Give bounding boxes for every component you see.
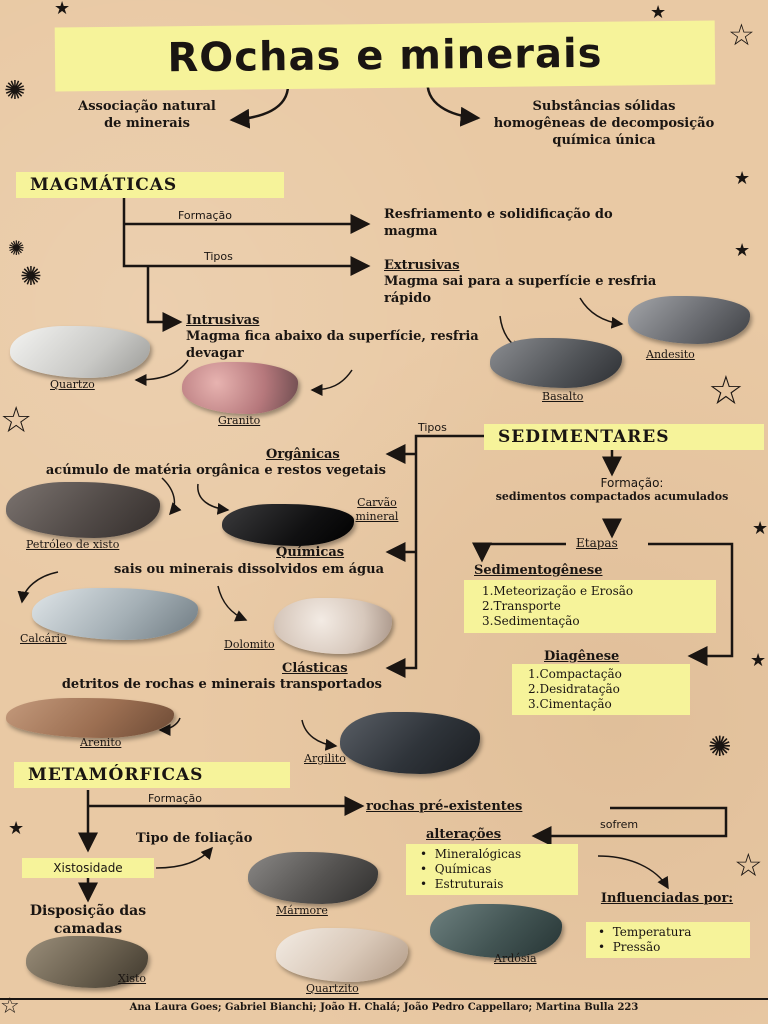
sparkle-icon: ✺ [4,76,26,106]
carvao-mineral-image [222,504,354,546]
basalto-image [490,338,622,388]
quartzito-image [276,928,408,982]
star-outline-icon: ☆ [0,400,33,441]
etapas-label: Etapas [576,536,618,550]
basalto-label: Basalto [542,390,584,403]
list-item: 3.Cimentação [528,697,612,711]
list-item: • Mineralógicas [420,847,522,861]
star-outline-icon: ☆ [728,18,755,53]
argilito-label: Argilito [304,752,346,765]
magmaticas-heading: MAGMÁTICAS [16,172,284,198]
quimicas-text: sais ou minerais dissolvidos em água [114,562,384,577]
carvao-mineral-label: Carvão mineral [355,496,399,523]
quartzo-image [10,326,150,378]
list-item: 3.Sedimentação [482,614,580,628]
magmaticas-formacao-text: Resfriamento e solidificação do magma [384,207,613,239]
quartzito-label: Quartzito [306,982,359,995]
foliacao-title: Tipo de foliação [136,831,253,846]
page-title: ROchas e minerais [54,20,716,92]
metamorficas-formacao-text: rochas pré-existentes [366,799,523,814]
sedimentogenese-title: Sedimentogênese [474,563,603,578]
clasticas-text: detritos de rochas e minerais transporta… [61,677,382,692]
sedimentogenese-steps: 1.Meteorização e Erosão 2.Transporte 3.S… [464,580,716,633]
list-item: • Químicas [420,862,492,876]
intrusivas-text: Magma fica abaixo da superfície, resfria… [186,329,479,361]
star-icon: ★ [54,0,71,19]
sparkle-icon: ✺ [708,730,732,763]
extrusivas-text: Magma sai para a superfície e resfria rá… [384,274,657,306]
magmaticas-formacao-label: Formação [178,209,232,222]
calcario-label: Calcário [20,632,67,645]
sedimentares-formacao-label: Formação: [600,476,664,490]
clasticas-title: Clásticas [282,661,348,676]
marmore-image [248,852,378,904]
metamorficas-formacao-label: Formação [148,792,202,805]
petroleo-de-xisto-label: Petróleo de xisto [26,538,120,551]
sofrem-label: sofrem [600,818,639,831]
quartzo-label: Quartzo [50,378,95,391]
disposicao-text: Disposição das camadas [29,903,147,937]
metamorficas-heading: METAMÓRFICAS [14,762,290,788]
star-icon: ★ [734,240,751,261]
diagenese-title: Diagênese [544,649,620,664]
list-item: 1.Meteorização e Erosão [482,584,634,598]
magmaticas-tipos-label: Tipos [204,250,233,263]
marmore-label: Mármore [276,904,328,917]
alteracoes-list: • Mineralógicas • Químicas • Estruturais [406,844,578,895]
star-icon: ★ [750,650,767,671]
star-icon: ★ [734,168,751,189]
intrusivas-title: Intrusivas [186,313,260,328]
calcario-image [32,588,198,640]
list-item: • Pressão [598,940,661,954]
list-item: 2.Desidratação [528,682,620,696]
star-outline-icon: ☆ [734,846,763,884]
sedimentares-tipos-label: Tipos [418,421,447,434]
andesito-label: Andesito [646,348,695,361]
star-icon: ★ [8,818,25,839]
star-outline-icon: ☆ [0,994,20,1019]
mineral-definition: Substâncias sólidas homogêneas de decomp… [493,99,715,148]
organicas-text: acúmulo de matéria orgânica e restos veg… [45,463,386,478]
sparkle-icon: ✺ [8,236,25,260]
organicas-title: Orgânicas [266,447,340,462]
list-item: 2.Transporte [482,599,561,613]
list-item: • Estruturais [420,877,504,891]
petroleo-de-xisto-image [6,482,160,538]
alteracoes-title: alterações [426,827,502,842]
list-item: 1.Compactação [528,667,622,681]
star-icon: ★ [650,2,667,23]
extrusivas-title: Extrusivas [384,258,460,273]
xisto-label: Xisto [118,972,147,985]
diagenese-steps: 1.Compactação 2.Desidratação 3.Cimentaçã… [512,664,690,715]
xisto-image [26,936,148,988]
dolomito-image [274,598,392,654]
influenciadas-list: • Temperatura • Pressão [586,922,750,958]
argilito-image [340,712,480,774]
sparkle-icon: ✺ [20,262,42,292]
ardosia-image [430,904,562,958]
footer-credits: Ana Laura Goes; Gabriel Bianchi; João H.… [0,998,768,1014]
star-outline-icon: ☆ [708,368,744,414]
arenito-image [6,698,174,738]
star-icon: ★ [752,518,768,539]
granito-image [182,362,298,414]
ardosia-label: Ardósia [494,952,537,965]
sedimentares-formacao-text: sedimentos compactados acumulados [495,490,729,503]
dolomito-label: Dolomito [224,638,275,651]
sedimentares-heading: SEDIMENTARES [484,424,764,450]
arenito-label: Arenito [80,736,122,749]
rock-definition: Associação natural de minerais [78,99,216,131]
influenciadas-title: Influenciadas por: [600,891,734,906]
andesito-image [628,296,750,344]
xistosidade-label: Xistosidade [22,858,154,878]
quimicas-title: Químicas [276,545,345,560]
list-item: • Temperatura [598,925,692,939]
granito-label: Granito [218,414,261,427]
